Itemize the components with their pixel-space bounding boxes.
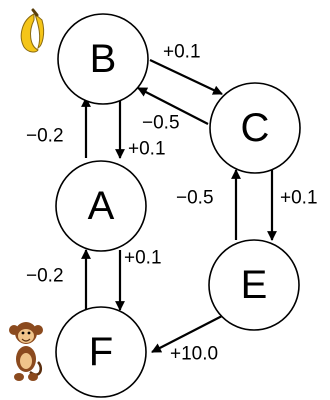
edge-label-a-to-b: −0.2 [26,126,64,147]
node-e-circle [208,239,300,331]
monkey-icon-mouth [21,338,31,342]
node-f-label: F [89,330,113,374]
edge-label-e-to-f: +10.0 [170,344,218,365]
node-c: C [209,82,301,174]
node-e-label: E [241,263,268,307]
node-b: B [57,13,149,105]
monkey-icon [9,322,43,381]
edge-e-to-f [151,315,223,353]
node-c-label: C [241,106,270,150]
node-a-label: A [88,184,115,228]
edge-c-to-b [137,87,209,125]
monkey-icon-foot-right [28,373,38,381]
edge-labels: +0.1 −0.5 −0.2 +0.1 −0.2 +0.1 −0.5 +0.1 … [26,42,318,365]
node-b-circle [57,13,149,105]
monkey-icon-belly [20,353,32,369]
banana-icon-stem [31,8,39,17]
edge-label-c-to-b: −0.5 [142,113,180,134]
node-e: E [208,239,300,331]
node-a-circle [55,160,147,252]
monkey-icon-eye-right [27,331,31,335]
edge-label-f-to-a: −0.2 [26,266,64,287]
edges [81,59,277,353]
banana-icon [20,8,45,53]
edge-label-e-to-c: −0.5 [176,188,214,209]
monkey-icon-foot-left [14,373,24,381]
node-a: A [55,160,147,252]
node-b-label: B [90,37,117,81]
node-c-circle [209,82,301,174]
banana-icon-body [20,13,39,53]
node-f-circle [55,306,147,398]
edge-label-b-to-a: +0.1 [128,139,166,160]
edge-label-c-to-e: +0.1 [280,188,318,209]
node-f: F [55,306,147,398]
banana-icon-body-2 [34,12,45,49]
edge-label-a-to-f: +0.1 [124,248,162,269]
monkey-icon-eye-left [21,331,25,335]
edge-label-b-to-c: +0.1 [163,42,201,63]
edge-b-to-c [149,59,223,95]
